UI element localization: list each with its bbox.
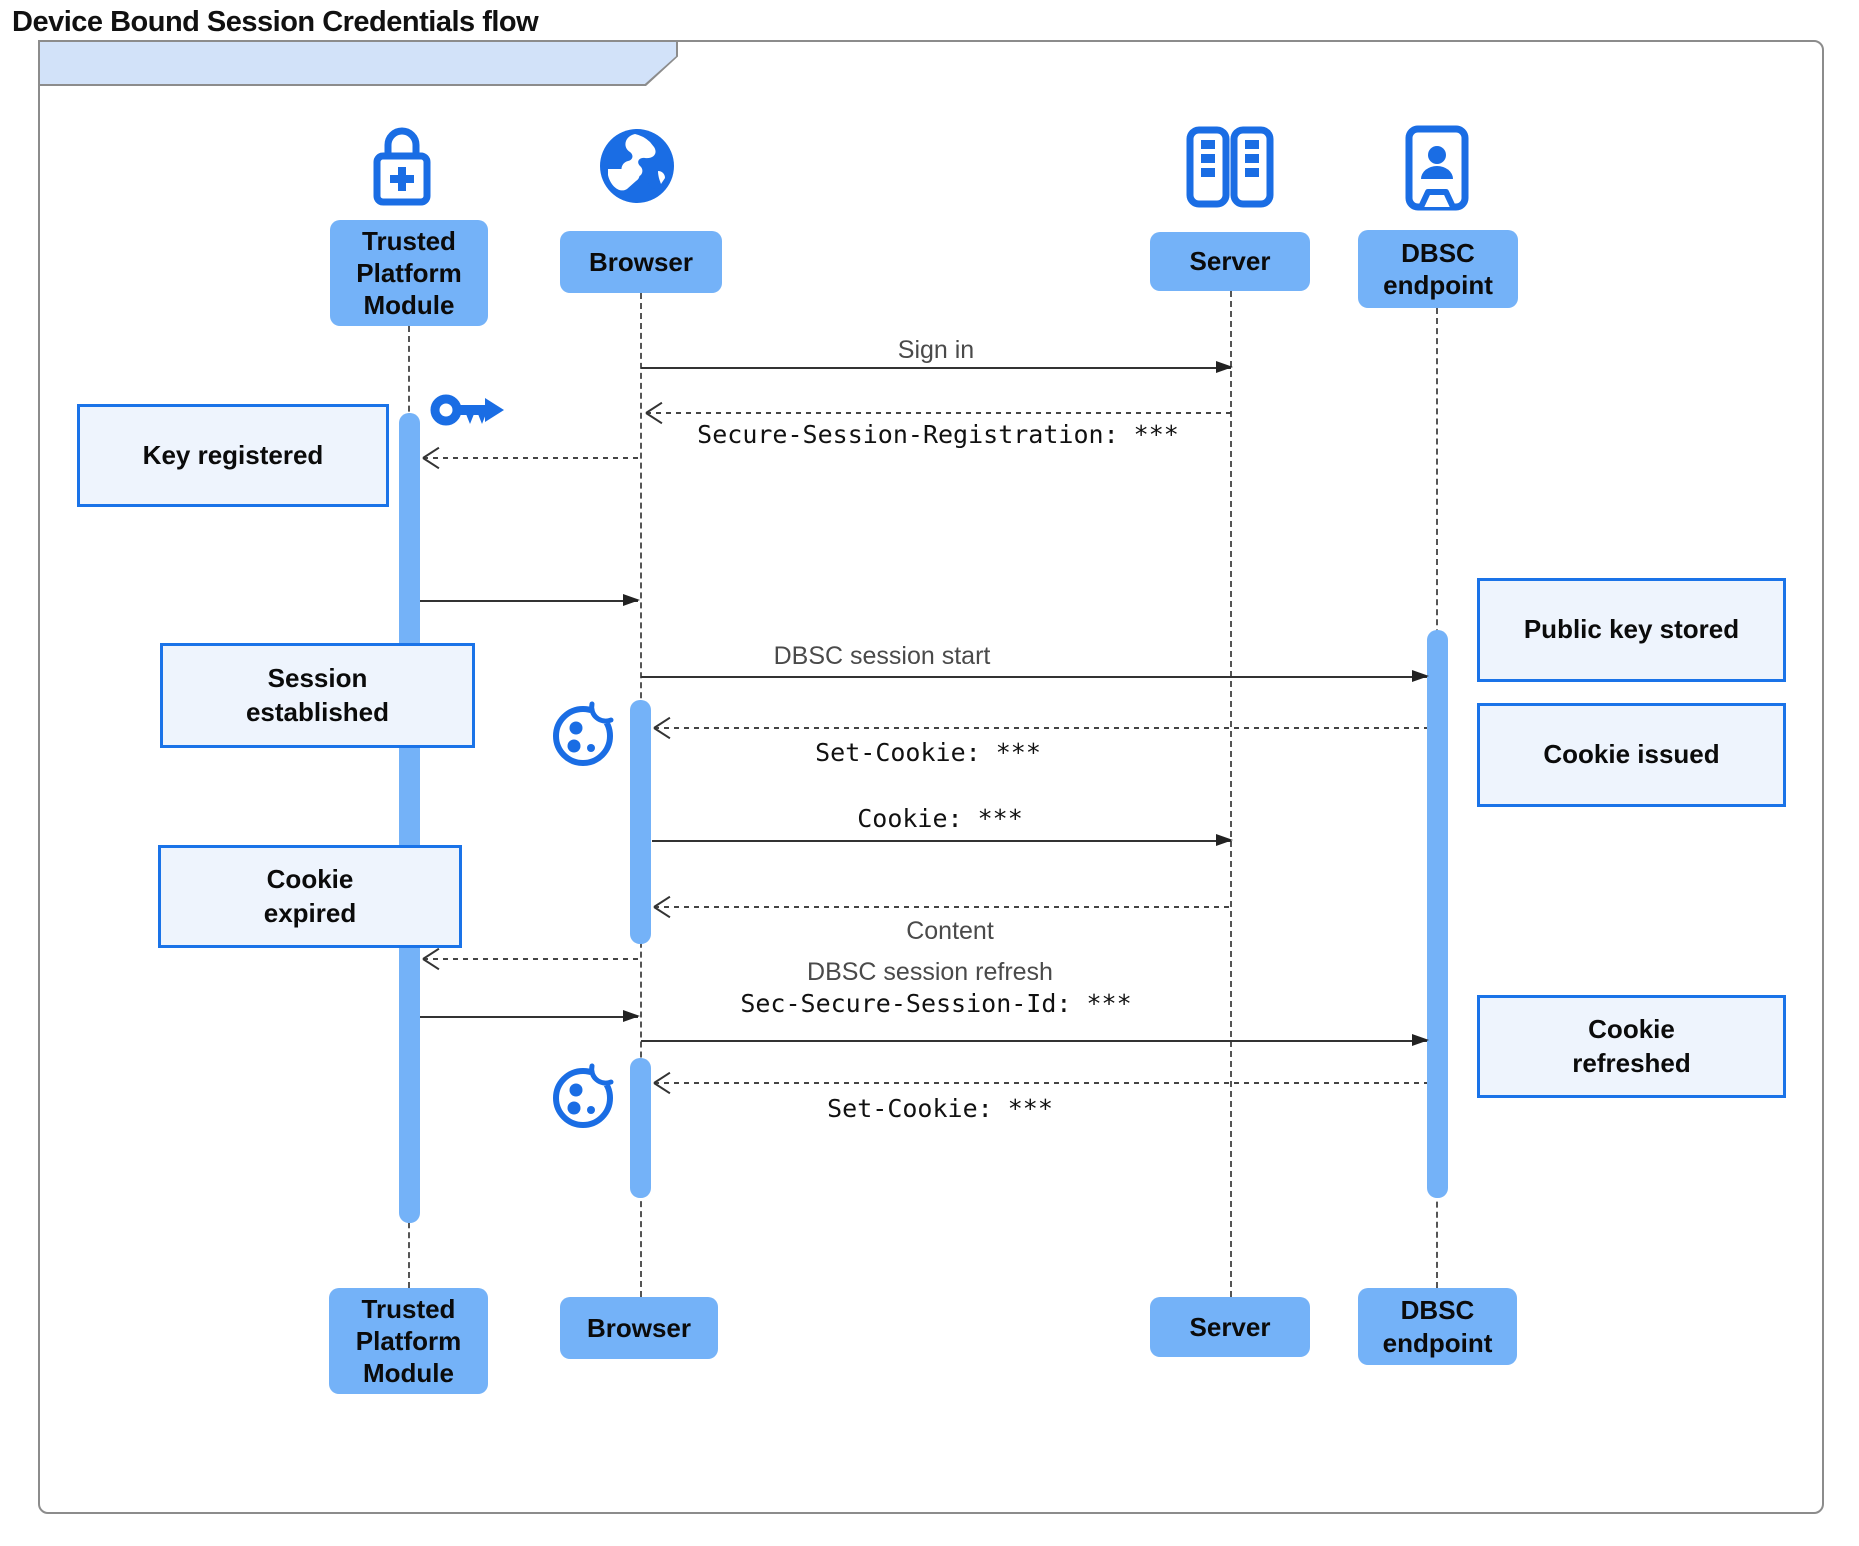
diagram-title-tab bbox=[38, 40, 678, 86]
participant-tpm-top: Trusted Platform Module bbox=[330, 220, 488, 326]
lock-plus-icon bbox=[373, 127, 431, 206]
note-session-established: Session established bbox=[160, 643, 475, 748]
activation-bar-browser-1 bbox=[630, 700, 651, 944]
note-cookie-issued: Cookie issued bbox=[1477, 703, 1786, 807]
lifeline-server bbox=[1230, 291, 1232, 1297]
activation-bar-dbsc bbox=[1427, 630, 1448, 1198]
participant-dbsc-top: DBSC endpoint bbox=[1358, 230, 1518, 308]
message-label-content: Content bbox=[906, 917, 994, 945]
message-label-session-registration: Secure-Session-Registration: *** bbox=[697, 420, 1179, 449]
participant-server-bottom: Server bbox=[1150, 1297, 1310, 1357]
message-label-sec-secure-session-id: Sec-Secure-Session-Id: *** bbox=[740, 989, 1132, 1018]
activation-bar-tpm bbox=[399, 413, 420, 1223]
cookie-icon bbox=[553, 1060, 616, 1128]
participant-browser-top: Browser bbox=[560, 231, 722, 293]
message-label-set-cookie-1: Set-Cookie: *** bbox=[815, 738, 1041, 767]
participant-dbsc-bottom: DBSC endpoint bbox=[1358, 1288, 1517, 1365]
note-cookie-refreshed: Cookie refreshed bbox=[1477, 995, 1786, 1098]
message-label-dbsc-session-refresh: DBSC session refresh bbox=[807, 958, 1053, 986]
activation-bar-browser-2 bbox=[630, 1058, 651, 1198]
globe-icon bbox=[600, 129, 674, 203]
diagram-title: Device Bound Session Credentials flow bbox=[12, 6, 539, 38]
participant-server-top: Server bbox=[1150, 232, 1310, 291]
door-person-icon bbox=[1405, 125, 1469, 211]
key-icon bbox=[430, 394, 504, 426]
participant-browser-bottom: Browser bbox=[560, 1297, 718, 1359]
note-public-key-stored: Public key stored bbox=[1477, 578, 1786, 682]
server-rack-icon bbox=[1186, 126, 1274, 208]
note-key-registered: Key registered bbox=[77, 404, 389, 507]
diagram-title-tab-fill bbox=[40, 42, 676, 84]
cookie-icon bbox=[553, 698, 616, 766]
message-label-cookie: Cookie: *** bbox=[857, 804, 1023, 833]
participant-tpm-bottom: Trusted Platform Module bbox=[329, 1288, 488, 1394]
message-label-dbsc-session-start: DBSC session start bbox=[773, 642, 991, 670]
note-cookie-expired: Cookie expired bbox=[158, 845, 462, 948]
message-label-sign-in: Sign in bbox=[897, 336, 975, 364]
message-label-set-cookie-2: Set-Cookie: *** bbox=[827, 1094, 1053, 1123]
